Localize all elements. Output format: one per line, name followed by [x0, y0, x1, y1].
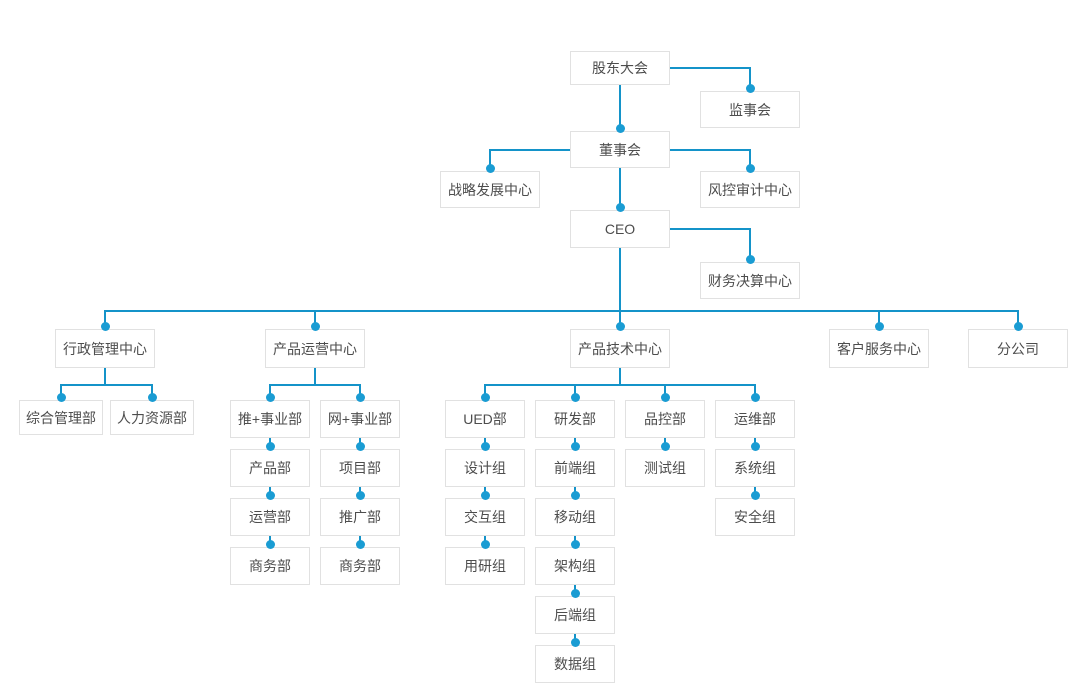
org-node-ued: UED部 — [445, 400, 525, 438]
connector-dot — [1013, 321, 1023, 331]
connector-dot — [480, 392, 490, 402]
org-node-rd: 研发部 — [535, 400, 615, 438]
org-node-product: 产品部 — [230, 449, 310, 487]
connector-dot — [615, 123, 625, 133]
connector-line — [484, 384, 756, 386]
org-node-qc: 品控部 — [625, 400, 705, 438]
connector-dot — [660, 392, 670, 402]
org-node-tui: 推+事业部 — [230, 400, 310, 438]
org-node-finance: 财务决算中心 — [700, 262, 800, 299]
connector-dot — [355, 441, 365, 451]
org-node-project: 项目部 — [320, 449, 400, 487]
org-node-backend: 后端组 — [535, 596, 615, 634]
connector-line — [619, 168, 621, 210]
connector-dot — [745, 163, 755, 173]
org-node-design: 设计组 — [445, 449, 525, 487]
connector-dot — [615, 202, 625, 212]
org-node-service: 客户服务中心 — [829, 329, 929, 368]
org-node-risk: 风控审计中心 — [700, 171, 800, 208]
org-node-arch: 架构组 — [535, 547, 615, 585]
org-node-om: 运维部 — [715, 400, 795, 438]
org-node-system: 系统组 — [715, 449, 795, 487]
org-node-wang: 网+事业部 — [320, 400, 400, 438]
org-node-data: 数据组 — [535, 645, 615, 683]
connector-dot — [56, 392, 66, 402]
connector-dot — [355, 490, 365, 500]
connector-dot — [745, 83, 755, 93]
connector-dot — [265, 490, 275, 500]
connector-dot — [355, 539, 365, 549]
org-node-biz-tui: 商务部 — [230, 547, 310, 585]
org-node-interaction: 交互组 — [445, 498, 525, 536]
connector-dot — [745, 254, 755, 264]
connector-line — [104, 368, 106, 385]
connector-line — [749, 149, 751, 171]
connector-dot — [660, 441, 670, 451]
org-node-security: 安全组 — [715, 498, 795, 536]
connector-line — [669, 228, 751, 230]
connector-dot — [265, 441, 275, 451]
org-node-branch: 分公司 — [968, 329, 1068, 368]
org-node-strategy: 战略发展中心 — [440, 171, 540, 208]
connector-dot — [874, 321, 884, 331]
connector-dot — [100, 321, 110, 331]
connector-dot — [615, 321, 625, 331]
connector-dot — [485, 163, 495, 173]
connector-dot — [570, 392, 580, 402]
connector-dot — [480, 539, 490, 549]
connector-dot — [480, 441, 490, 451]
org-node-general: 综合管理部 — [19, 400, 103, 435]
connector-dot — [570, 490, 580, 500]
org-node-operation: 运营部 — [230, 498, 310, 536]
connector-line — [878, 311, 880, 329]
connector-line — [489, 148, 571, 151]
org-node-supervisory: 监事会 — [700, 91, 800, 128]
connector-line — [1017, 311, 1019, 329]
connector-line — [619, 368, 621, 385]
connector-line — [619, 85, 621, 131]
org-node-research: 用研组 — [445, 547, 525, 585]
org-node-biz-wang: 商务部 — [320, 547, 400, 585]
connector-dot — [480, 490, 490, 500]
connector-dot — [570, 441, 580, 451]
org-node-board: 董事会 — [570, 131, 670, 168]
connector-line — [314, 368, 316, 385]
connector-line — [314, 311, 316, 329]
connector-dot — [265, 392, 275, 402]
connector-line — [60, 384, 153, 386]
org-node-admin: 行政管理中心 — [55, 329, 155, 368]
connector-dot — [570, 539, 580, 549]
org-node-mobile: 移动组 — [535, 498, 615, 536]
connector-line — [749, 68, 751, 91]
org-node-ops: 产品运营中心 — [265, 329, 365, 368]
connector-line — [749, 229, 751, 262]
connector-dot — [147, 392, 157, 402]
connector-dot — [570, 588, 580, 598]
connector-dot — [355, 392, 365, 402]
org-node-hr: 人力资源部 — [110, 400, 194, 435]
connector-line — [669, 148, 751, 151]
connector-line — [269, 384, 361, 386]
connector-dot — [750, 441, 760, 451]
org-node-frontend: 前端组 — [535, 449, 615, 487]
connector-dot — [310, 321, 320, 331]
connector-line — [104, 311, 106, 329]
org-node-promotion: 推广部 — [320, 498, 400, 536]
connector-line — [489, 149, 491, 171]
connector-dot — [570, 637, 580, 647]
connector-dot — [750, 392, 760, 402]
connector-line — [669, 67, 751, 69]
org-node-test: 测试组 — [625, 449, 705, 487]
org-node-tech: 产品技术中心 — [570, 329, 670, 368]
org-node-ceo: CEO — [570, 210, 670, 248]
org-node-shareholders: 股东大会 — [570, 51, 670, 85]
connector-line — [104, 310, 1019, 312]
connector-dot — [265, 539, 275, 549]
connector-line — [619, 311, 621, 329]
connector-dot — [750, 490, 760, 500]
connector-line — [619, 248, 621, 311]
